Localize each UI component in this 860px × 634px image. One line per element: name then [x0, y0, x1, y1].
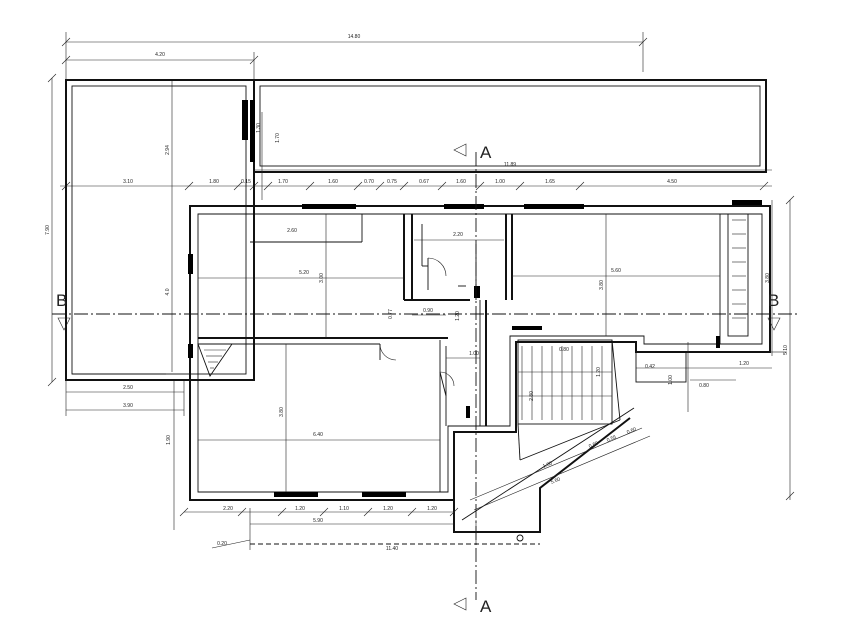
dim-right-vertical: 5.10: [783, 345, 789, 355]
dim-right-e: 0.42: [645, 364, 655, 370]
dim-row-3: 1.70: [278, 179, 288, 185]
dim-hall-d: 1.00: [469, 351, 479, 357]
dim-room-e-h: 3.80: [279, 407, 285, 417]
entrance-porch: 1.80 5.60 0.60 0.55 0.60: [453, 407, 651, 544]
dim-diag-d: 0.55: [606, 434, 617, 443]
dim-row-7: 0.67: [419, 179, 429, 185]
dim-bottom-dash: 11.40: [386, 546, 398, 552]
dim-row-10: 1.65: [545, 179, 555, 185]
dim-bottom-2: 1.10: [339, 506, 349, 512]
doors: [379, 257, 466, 397]
dim-diag-b: 5.60: [550, 476, 561, 485]
section-axes: [52, 152, 800, 600]
dim-bottom-0: 2.20: [223, 506, 233, 512]
dim-row-4: 1.60: [328, 179, 338, 185]
dim-garage-h: 2.94: [165, 145, 171, 155]
dim-bottom-3: 1.20: [383, 506, 393, 512]
dim-row-6: 0.75: [387, 179, 397, 185]
windows: [188, 200, 762, 497]
dim-top-mid: 11.89: [504, 162, 516, 168]
dim-diag-e: 0.60: [626, 426, 637, 435]
dim-right-d: 1.00: [668, 375, 674, 385]
dim-right-c: 0.80: [699, 383, 709, 389]
dim-stair-a: 0.80: [559, 347, 569, 353]
room-dimensions: 5.20 3.00 2.60 2.20 5.60 3.80 6.40 3.80 …: [198, 214, 720, 492]
bottom-dimension-lines: 2.20 1.20 1.10 1.20 1.20 5.90 11.40 0.20: [179, 506, 540, 552]
dim-bottom-1: 1.20: [295, 506, 305, 512]
dim-room-c-h: 3.00: [319, 273, 325, 283]
section-a-top-label: A: [480, 143, 492, 162]
dim-diag-a: 1.80: [542, 460, 553, 469]
section-a-bottom-label: A: [480, 597, 492, 616]
left-dimension-lines: 7.90 2.94 4.0 1.90 2.50 3.90: [45, 73, 185, 530]
dim-bottom-4: 1.20: [427, 506, 437, 512]
dim-left-b1: 2.50: [123, 385, 133, 391]
dimension-row: 3.10 1.80 0.15 1.70 1.60 0.70 0.75 0.67 …: [60, 179, 772, 191]
dim-left-b2: 3.90: [123, 403, 133, 409]
dim-hall-a: 0.90: [423, 308, 433, 314]
dim-row-9: 1.00: [495, 179, 505, 185]
dim-row-5: 0.70: [364, 179, 374, 185]
dim-diag-c: 0.60: [588, 440, 599, 449]
staircase: 0.80 1.20 2.80: [517, 339, 621, 461]
dim-right-a: 3.80: [765, 273, 771, 283]
dim-stair-b: 1.20: [596, 367, 602, 377]
section-b-left-label: B: [56, 291, 67, 310]
top-dimension-lines: 14.80 4.20 11.89: [61, 32, 772, 171]
dim-door-a: 1.30: [256, 123, 262, 133]
dim-bottom-left: 0.20: [217, 541, 227, 547]
dim-left-b3: 1.90: [166, 435, 172, 445]
dim-row-1: 1.80: [209, 179, 219, 185]
right-grid: [727, 213, 749, 337]
dim-room-c-w: 5.20: [299, 270, 309, 276]
dim-left-vertical: 7.90: [45, 225, 51, 235]
dim-row-0: 3.10: [123, 179, 133, 185]
section-markers: A A B B: [56, 143, 781, 616]
dim-row-11: 4.50: [667, 179, 677, 185]
section-b-right-label: B: [768, 291, 779, 310]
dim-right-b: 1.20: [739, 361, 749, 367]
dim-room-a-w: 2.60: [287, 228, 297, 234]
dim-door-b: 1.70: [275, 133, 281, 143]
dim-top-left: 4.20: [155, 52, 165, 58]
dim-row-8: 1.60: [456, 179, 466, 185]
dim-overall-top: 14.80: [348, 34, 361, 40]
dim-hall-c: 1.20: [455, 311, 461, 321]
dim-room-d-h: 3.80: [599, 280, 605, 290]
garage-block: [65, 79, 255, 381]
dim-bottom-total: 5.90: [313, 518, 323, 524]
dim-stair-c: 2.80: [529, 391, 535, 401]
dim-room-e-w: 6.40: [313, 432, 323, 438]
chimney-hatch: [197, 343, 233, 377]
right-dimension-lines: 5.10 3.80 1.20 0.80 1.00 0.42: [635, 195, 795, 501]
dim-garage-w: 4.0: [165, 288, 171, 295]
dim-room-d-w: 5.60: [611, 268, 621, 274]
top-terrace: 1.30 1.70: [250, 79, 767, 200]
dim-room-b-w: 2.20: [453, 232, 463, 238]
